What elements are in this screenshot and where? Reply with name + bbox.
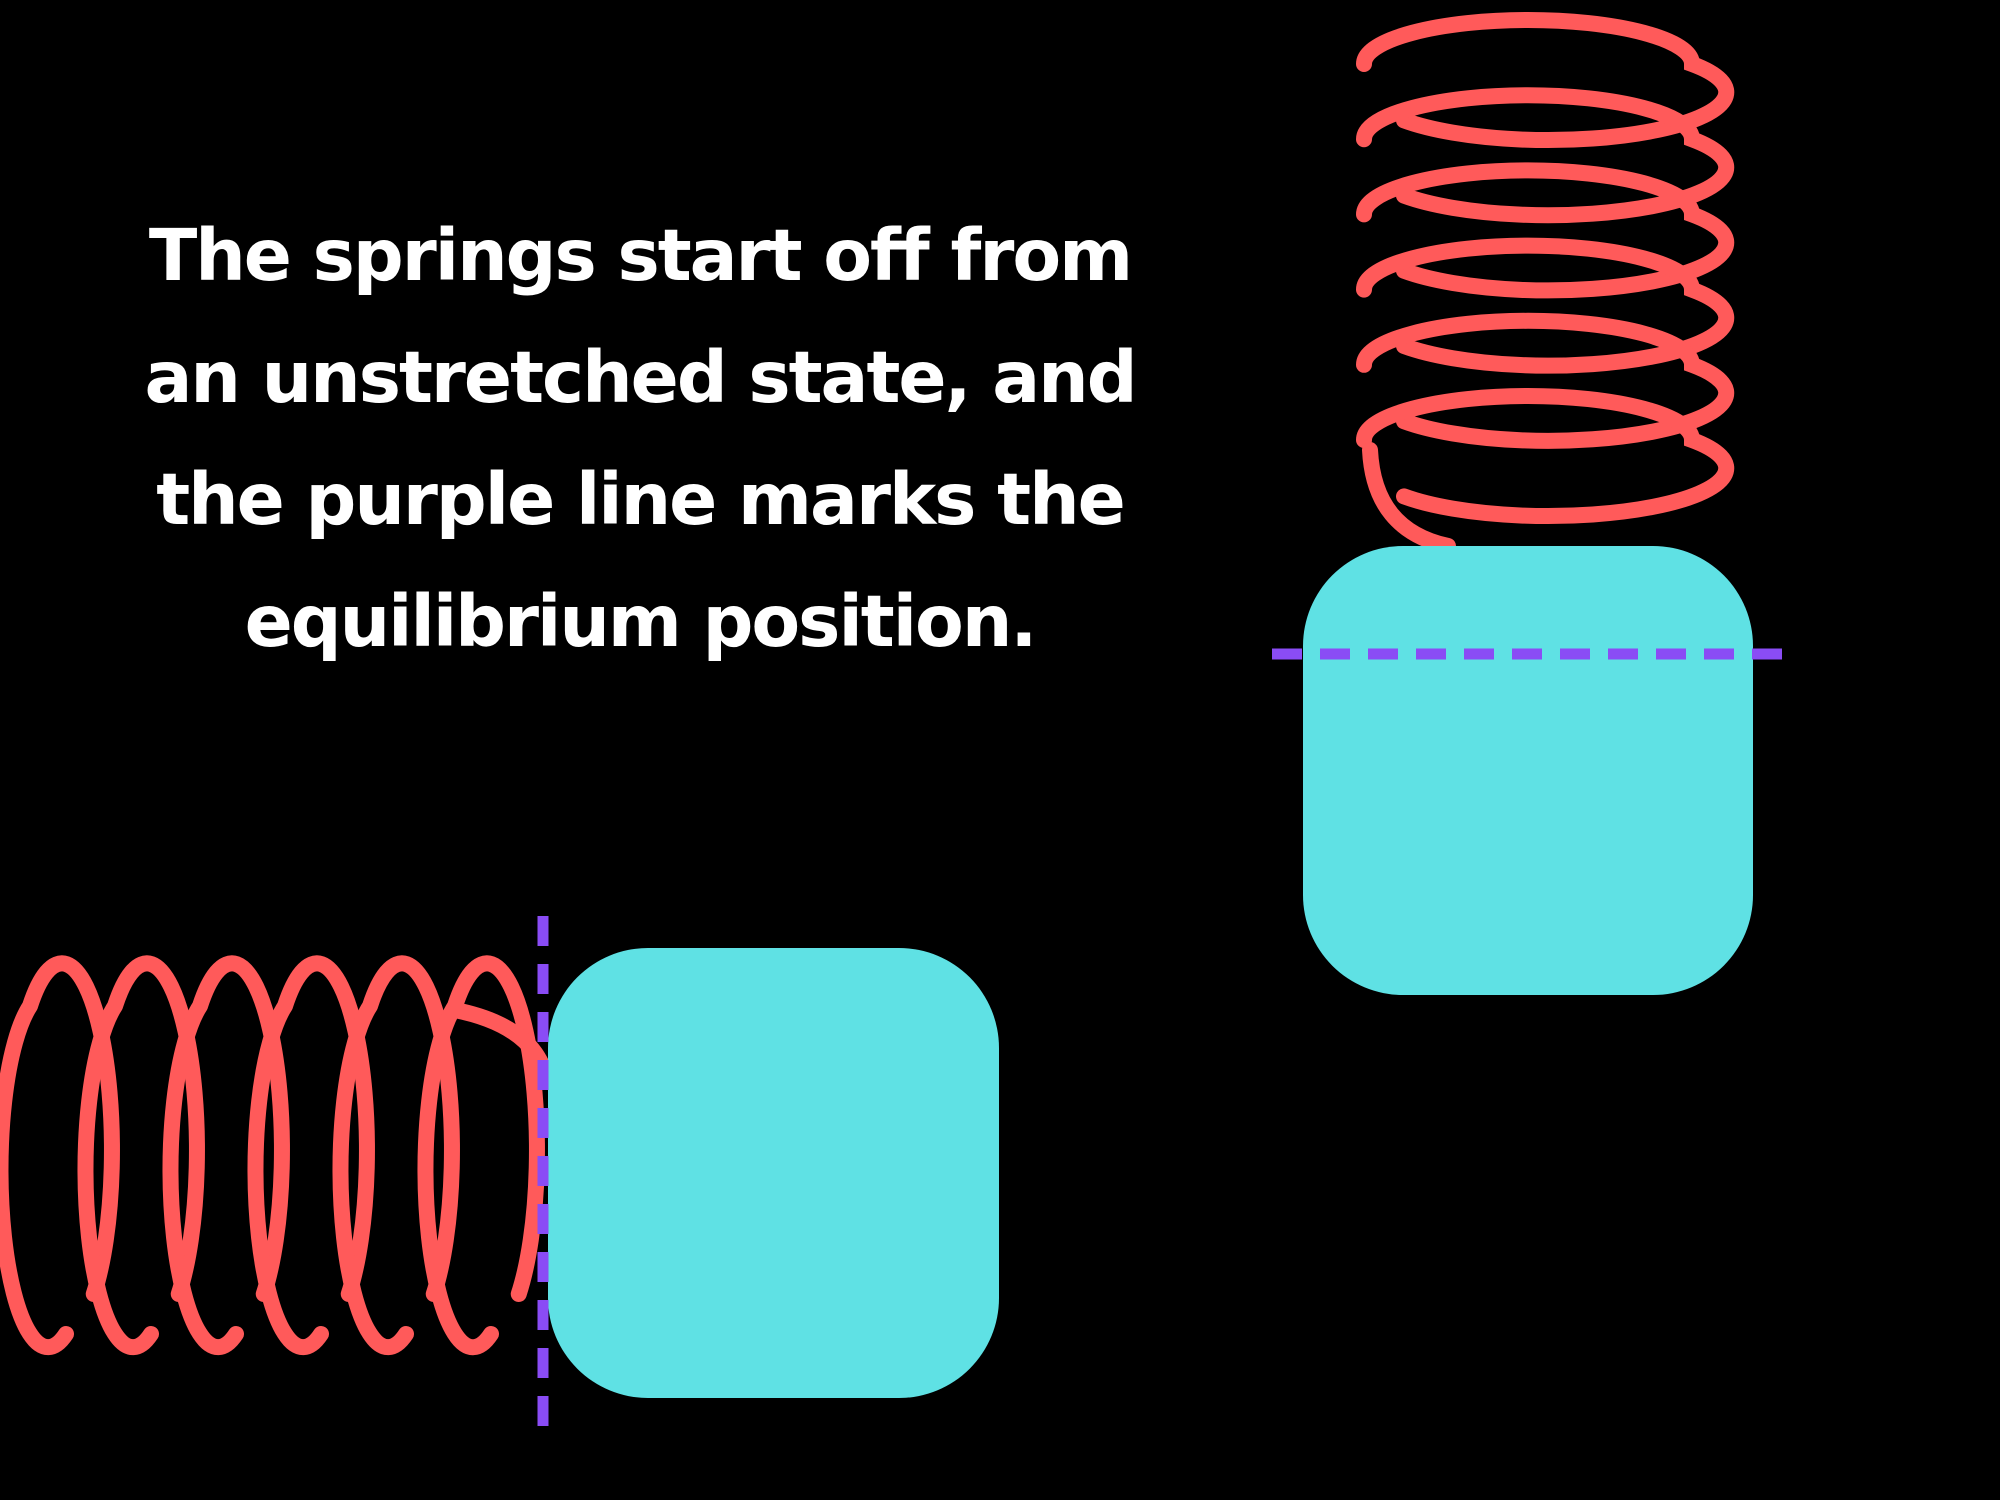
vertical-block [1303,546,1753,995]
spring-lead [1362,442,1456,554]
caption-text: The springs start off from an unstretche… [80,195,1200,683]
spring-coil [1356,312,1735,449]
horizontal-spring-system [0,916,999,1428]
spring-coil [1356,237,1735,374]
caption-line-4: equilibrium position. [244,580,1038,663]
horizontal-block [548,948,999,1398]
caption-line-3: the purple line marks the [156,458,1126,541]
spring-coil [1356,388,1735,525]
vertical-spring-system [1272,12,1784,995]
caption-line-1: The springs start off from [148,214,1133,297]
vertical-spring [1356,12,1735,554]
spring-coil [1356,162,1735,299]
caption-line-2: an unstretched state, and [144,336,1137,419]
horizontal-spring [0,955,555,1356]
spring-coil [1356,12,1735,149]
spring-coil [1356,87,1735,224]
